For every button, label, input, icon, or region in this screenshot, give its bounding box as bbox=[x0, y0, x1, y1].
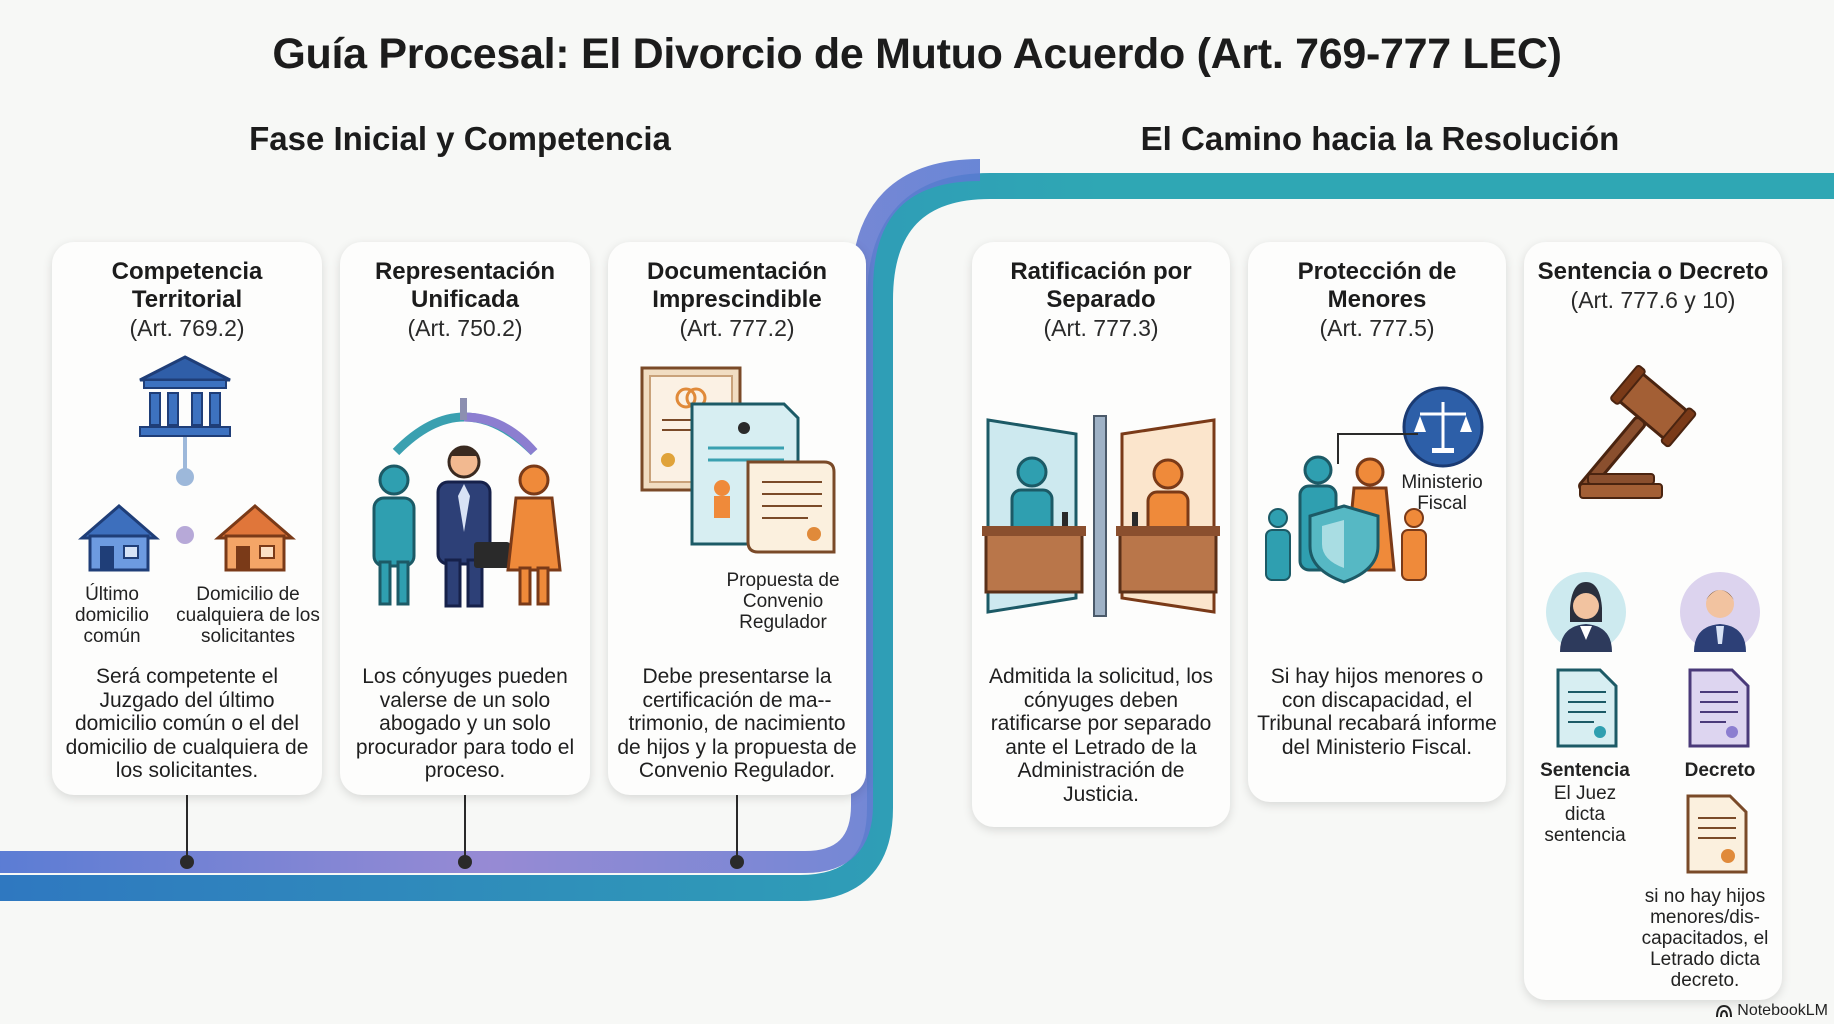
card-title: Documentación Imprescindible bbox=[646, 258, 828, 313]
notebooklm-logo-icon bbox=[1716, 1004, 1733, 1018]
letrado-avatar-icon bbox=[1680, 572, 1760, 652]
card-proteccion-menores: Protección de Menores (Art. 777.5) Minis… bbox=[1248, 242, 1506, 802]
option-decreto-title: Decreto bbox=[1684, 760, 1756, 781]
timeline-node bbox=[458, 855, 472, 869]
scales-of-justice-icon bbox=[1402, 386, 1484, 468]
option-sentencia-desc: El Juez dicta sentencia bbox=[1544, 783, 1626, 846]
sentencia-document-icon bbox=[1556, 668, 1618, 748]
option-sentencia-title: Sentencia bbox=[1540, 760, 1630, 781]
card-article: (Art. 777.3) bbox=[1043, 315, 1159, 341]
section-title-right: El Camino hacia la Resolución bbox=[1140, 120, 1620, 157]
card-title: Competencia Territorial bbox=[111, 258, 263, 313]
card-title: Sentencia o Decreto bbox=[1537, 258, 1769, 285]
family-shield-icon bbox=[1265, 433, 1427, 584]
lawyer-with-spouses-icon bbox=[372, 398, 562, 608]
label-ultimo-domicilio: Último domicilio común bbox=[75, 584, 149, 647]
card-description: Debe presentarse la certificación de ma-… bbox=[617, 665, 857, 782]
card-description: Si hay hijos menores o con discapacidad,… bbox=[1257, 665, 1497, 759]
decreto-scroll-icon bbox=[1686, 794, 1748, 874]
card-ratificacion-separado: Ratificación por Separado (Art. 777.3) A… bbox=[972, 242, 1230, 827]
home-icon-orange bbox=[214, 504, 296, 572]
card-title: Ratificación por Separado bbox=[1010, 258, 1192, 313]
card-description: Será competente el Juzgado del último do… bbox=[65, 665, 309, 782]
card-sentencia-decreto: Sentencia o Decreto (Art. 777.6 y 10) bbox=[1524, 242, 1782, 1000]
decreto-document-icon bbox=[1688, 668, 1750, 748]
documents-icon bbox=[640, 366, 836, 554]
card-title: Protección de Menores bbox=[1297, 258, 1457, 313]
section-title-left: Fase Inicial y Competencia bbox=[249, 120, 671, 157]
brand-footer: NotebookLM bbox=[1715, 1002, 1828, 1020]
card-description: Admitida la solicitud, los cónyuges debe… bbox=[988, 665, 1214, 806]
card-representacion-unificada: Representación Unificada (Art. 750.2) Lo… bbox=[340, 242, 590, 795]
option-decreto-desc: si no hay hijos menores/dis- capacitados… bbox=[1641, 886, 1769, 991]
label-domicilio-solicitantes: Domicilio de cualquiera de los solicitan… bbox=[176, 584, 320, 647]
card-title: Representación Unificada bbox=[374, 258, 556, 313]
card-description: Los cónyuges pueden valerse de un solo a… bbox=[355, 665, 575, 782]
separate-booths-icon bbox=[982, 415, 1220, 617]
judge-avatar-icon bbox=[1546, 572, 1626, 652]
timeline-node bbox=[180, 855, 194, 869]
brand-label: NotebookLM bbox=[1737, 1002, 1828, 1019]
label-ministerio-fiscal: Ministerio Fiscal bbox=[1401, 472, 1483, 514]
courthouse-icon bbox=[139, 355, 231, 544]
timeline-node bbox=[730, 855, 744, 869]
card-article: (Art. 750.2) bbox=[407, 315, 523, 341]
gavel-icon bbox=[1578, 365, 1697, 499]
card-article: (Art. 777.5) bbox=[1319, 315, 1435, 341]
home-icon-blue bbox=[78, 504, 160, 572]
label-propuesta-convenio: Propuesta de Convenio Regulador bbox=[726, 570, 840, 633]
card-article: (Art. 769.2) bbox=[129, 315, 245, 341]
card-documentacion-imprescindible: Documentación Imprescindible (Art. 777.2… bbox=[608, 242, 866, 795]
page-title: Guía Procesal: El Divorcio de Mutuo Acue… bbox=[272, 30, 1562, 78]
card-article: (Art. 777.6 y 10) bbox=[1570, 287, 1736, 313]
card-competencia-territorial: Competencia Territorial (Art. 769.2) Últ… bbox=[52, 242, 322, 795]
card-article: (Art. 777.2) bbox=[679, 315, 795, 341]
